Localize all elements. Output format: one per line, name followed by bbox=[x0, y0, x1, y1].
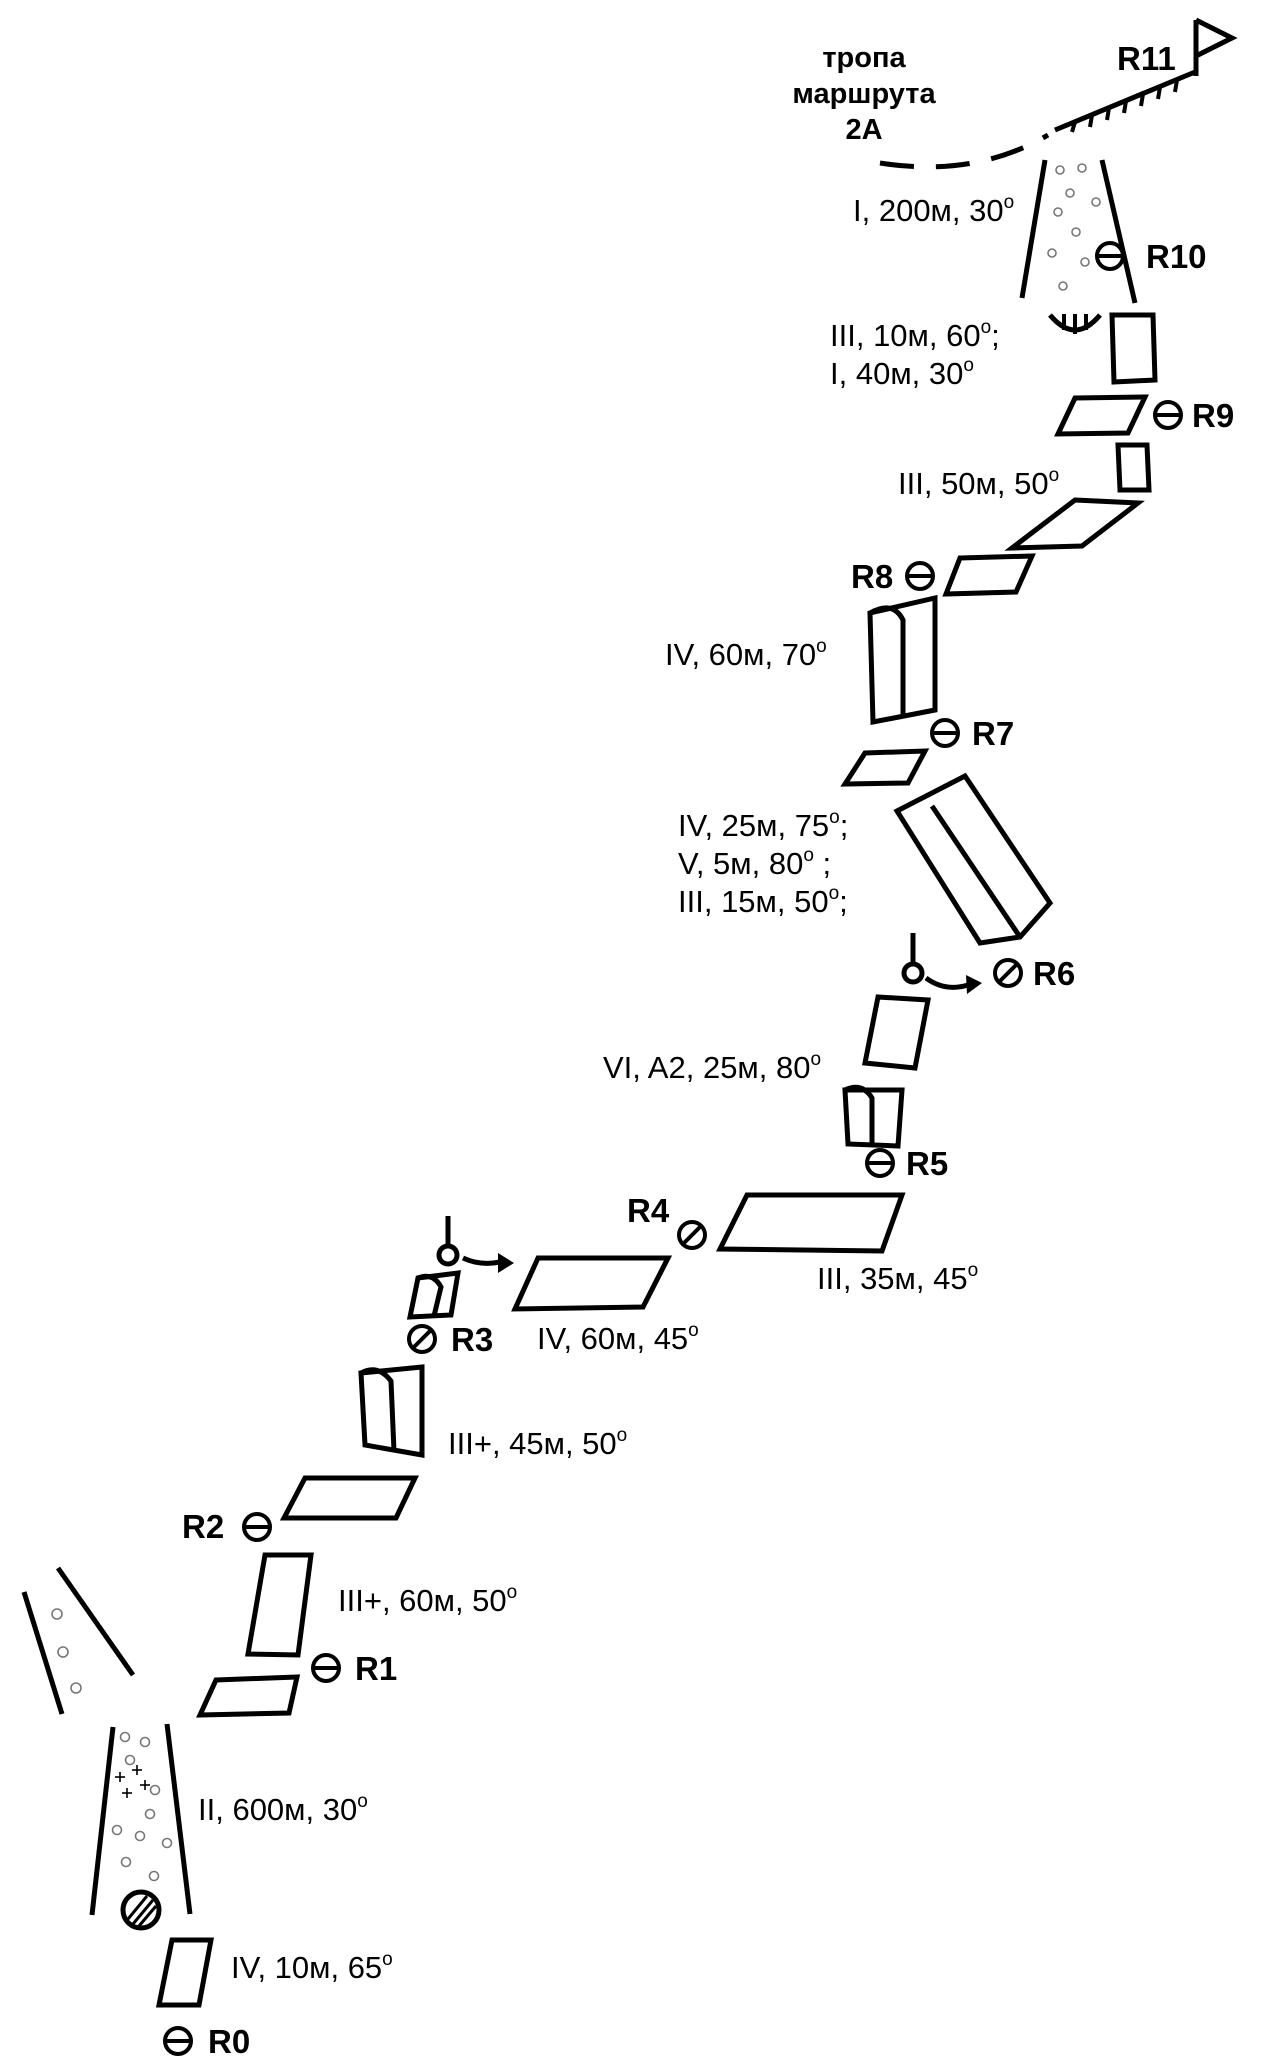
point-r10: R10 bbox=[1146, 238, 1207, 275]
point-r5: R5 bbox=[906, 1145, 948, 1182]
rock-slab-r8-a bbox=[1004, 497, 1145, 551]
rock-slab-r4-r5 bbox=[715, 1192, 906, 1254]
pendulum-traverse-icon-r3 bbox=[436, 1216, 514, 1273]
crevasse-icon bbox=[1048, 313, 1102, 334]
belay-icon-r1 bbox=[311, 1653, 341, 1683]
rock-slab-r1-r2 bbox=[245, 1552, 314, 1658]
corner-r6-r7 bbox=[893, 772, 1054, 946]
scree-couloir-top bbox=[1019, 159, 1138, 304]
scree-couloir-side bbox=[21, 1566, 136, 1715]
rock-slab-r1 bbox=[196, 1674, 301, 1718]
trail-label-line3: 2А bbox=[845, 114, 882, 146]
section-label-r6-r7-line1: IV, 25м, 75o; bbox=[678, 807, 848, 843]
dihedral-r7-r8 bbox=[867, 594, 938, 726]
belay-icon-r4 bbox=[677, 1220, 707, 1250]
belay-icon-r10 bbox=[1095, 241, 1125, 271]
belay-icon-r5 bbox=[865, 1148, 895, 1178]
section-label-r9-r10-line1: III, 10м, 60o; bbox=[830, 317, 1000, 353]
point-r2: R2 bbox=[182, 1508, 224, 1545]
belay-icon-r6 bbox=[993, 958, 1023, 988]
rock-slab-r3-r4 bbox=[511, 1255, 673, 1312]
point-r9: R9 bbox=[1192, 397, 1234, 434]
dihedral-r5 bbox=[842, 1084, 905, 1149]
belay-icon-r2 bbox=[242, 1512, 272, 1542]
point-r6: R6 bbox=[1033, 955, 1075, 992]
section-label-r0-r1-lower: IV, 10м, 65o bbox=[231, 1949, 393, 1985]
rock-slab-r10 bbox=[1109, 312, 1158, 385]
belay-icon-r8 bbox=[905, 561, 935, 591]
trail-label-line1: тропа bbox=[822, 42, 906, 74]
section-label-r4-r5: III, 35м, 45o bbox=[817, 1260, 978, 1296]
dihedral-r3 bbox=[406, 1270, 462, 1320]
rock-slab-r0 bbox=[155, 1937, 215, 2008]
summit-flag-icon bbox=[1193, 17, 1238, 76]
rock-slab-r9-b bbox=[1115, 442, 1152, 493]
section-label-r10-r11: I, 200м, 30o bbox=[853, 192, 1014, 228]
section-label-r6-r7-line2: V, 5м, 80o ; bbox=[678, 845, 831, 881]
belay-icon-r7 bbox=[930, 718, 960, 748]
belay-icon-r0 bbox=[163, 2026, 193, 2056]
rock-slab-r8-b bbox=[942, 553, 1036, 597]
belay-icon-r3 bbox=[407, 1324, 437, 1354]
point-r8: R8 bbox=[851, 558, 893, 595]
section-label-r7-r8: IV, 60м, 70o bbox=[665, 636, 827, 672]
point-r0: R0 bbox=[208, 2023, 250, 2060]
section-label-r9-r10-line2: I, 40м, 30o bbox=[830, 355, 974, 391]
section-label-r8-r9: III, 50м, 50o bbox=[898, 465, 1059, 501]
boulder-icon bbox=[120, 1889, 162, 1931]
rock-slab-r5-r6 bbox=[862, 994, 931, 1071]
section-label-r5-r6: VI, A2, 25м, 80o bbox=[603, 1049, 821, 1085]
rock-slab-r7 bbox=[840, 748, 930, 787]
point-r1: R1 bbox=[355, 1650, 397, 1687]
scree-couloir-bottom bbox=[89, 1723, 193, 1916]
point-r11: R11 bbox=[1117, 40, 1176, 77]
summit-ridge bbox=[1054, 69, 1196, 133]
rock-slab-r9-a bbox=[1054, 394, 1149, 437]
point-r4: R4 bbox=[627, 1192, 670, 1229]
point-r3: R3 bbox=[451, 1321, 493, 1358]
trail-label-line2: маршрута bbox=[792, 78, 936, 110]
dihedral-r2-r3 bbox=[358, 1364, 425, 1458]
section-label-r2-r3: III+, 45м, 50o bbox=[448, 1425, 627, 1461]
point-r7: R7 bbox=[972, 715, 1014, 752]
trail-route-2a bbox=[879, 132, 1050, 170]
section-label-r1-r2: III+, 60м, 50o bbox=[338, 1582, 517, 1618]
section-label-r3-r4: IV, 60м, 45o bbox=[537, 1320, 699, 1356]
rock-slab-r2 bbox=[279, 1475, 419, 1521]
section-label-r6-r7-line3: III, 15м, 50o; bbox=[678, 883, 848, 919]
section-label-r0-r1-upper: II, 600м, 30o bbox=[198, 1791, 368, 1827]
belay-icon-r9 bbox=[1153, 400, 1183, 430]
pendulum-traverse-icon bbox=[901, 933, 982, 994]
